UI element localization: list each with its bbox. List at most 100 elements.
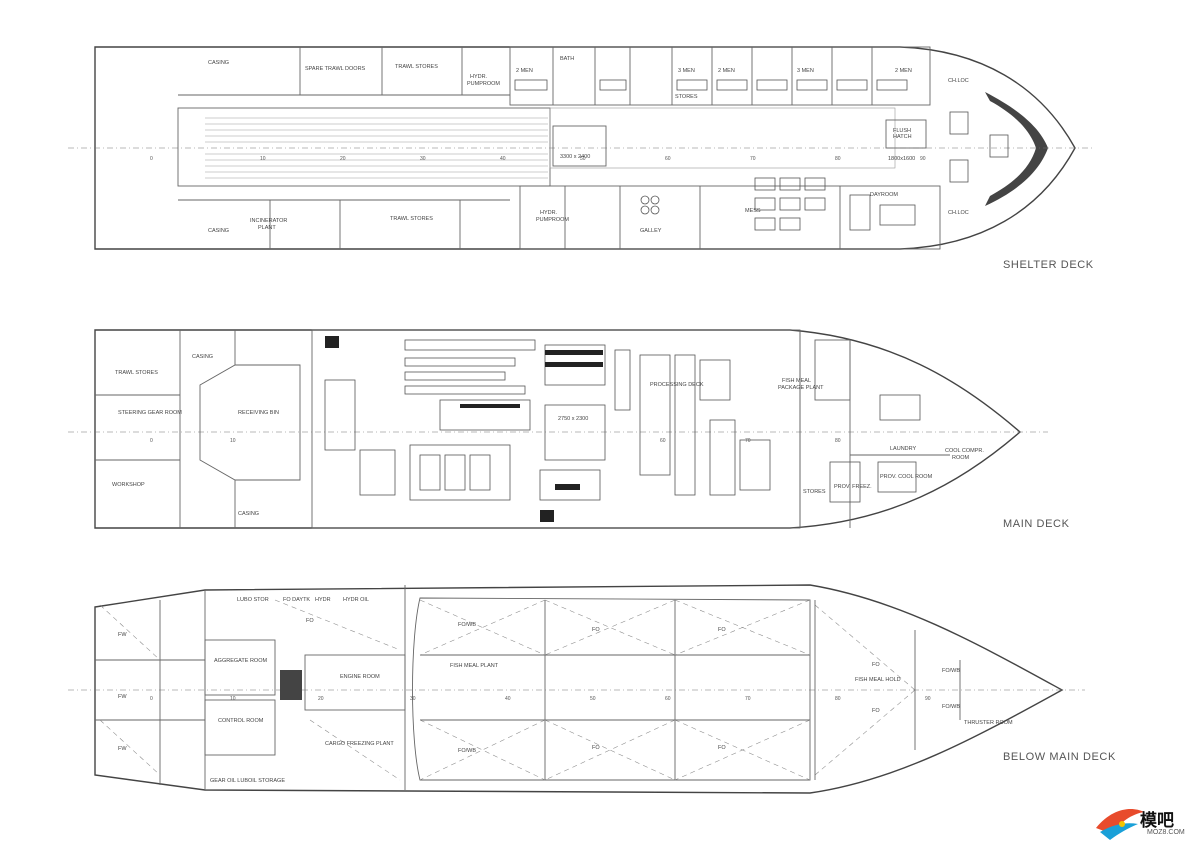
svg-text:CASING: CASING bbox=[192, 354, 213, 360]
svg-text:CH.LOC: CH.LOC bbox=[948, 210, 969, 216]
svg-text:FO: FO bbox=[872, 662, 880, 668]
svg-text:0: 0 bbox=[150, 696, 153, 702]
aggregate-room bbox=[204, 639, 276, 696]
svg-text:60: 60 bbox=[665, 156, 671, 162]
svg-text:HYDR.: HYDR. bbox=[540, 210, 558, 216]
svg-text:FO/WB: FO/WB bbox=[458, 622, 476, 628]
svg-text:PUMPROOM: PUMPROOM bbox=[536, 217, 569, 223]
svg-text:2 MEN: 2 MEN bbox=[516, 68, 533, 74]
svg-text:40: 40 bbox=[500, 156, 506, 162]
svg-text:PLANT: PLANT bbox=[258, 225, 276, 231]
cabin-block-port bbox=[509, 46, 931, 106]
svg-text:FO: FO bbox=[592, 627, 600, 633]
svg-text:AGGREGATE ROOM: AGGREGATE ROOM bbox=[214, 658, 267, 664]
svg-text:FISH MEAL: FISH MEAL bbox=[782, 378, 811, 384]
svg-text:THRUSTER ROOM: THRUSTER ROOM bbox=[964, 720, 1013, 726]
svg-text:FO/WB: FO/WB bbox=[942, 704, 960, 710]
svg-text:0: 0 bbox=[150, 438, 153, 444]
svg-text:FO: FO bbox=[592, 745, 600, 751]
svg-text:DAYROOM: DAYROOM bbox=[870, 192, 898, 198]
svg-text:CASING: CASING bbox=[208, 228, 229, 234]
svg-text:FO/WB: FO/WB bbox=[942, 668, 960, 674]
svg-text:90: 90 bbox=[920, 156, 926, 162]
svg-text:80: 80 bbox=[835, 438, 841, 444]
shelter-bow-shading bbox=[985, 92, 1048, 206]
svg-text:LAUNDRY: LAUNDRY bbox=[890, 446, 917, 452]
svg-text:TRAWL STORES: TRAWL STORES bbox=[390, 216, 433, 222]
svg-text:BATH: BATH bbox=[560, 56, 574, 62]
svg-text:STORES: STORES bbox=[675, 94, 698, 100]
svg-text:CONTROL ROOM: CONTROL ROOM bbox=[218, 718, 264, 724]
svg-text:20: 20 bbox=[318, 696, 324, 702]
svg-text:SPARE TRAWL DOORS: SPARE TRAWL DOORS bbox=[305, 66, 366, 72]
svg-text:70: 70 bbox=[750, 156, 756, 162]
control-room bbox=[204, 699, 276, 756]
svg-text:1800x1600: 1800x1600 bbox=[888, 156, 915, 162]
bunks bbox=[514, 79, 908, 91]
svg-text:10: 10 bbox=[230, 696, 236, 702]
mess-tables bbox=[640, 177, 916, 231]
svg-text:70: 70 bbox=[745, 438, 751, 444]
svg-text:LUBO STOR: LUBO STOR bbox=[237, 597, 269, 603]
svg-text:ROOM: ROOM bbox=[952, 455, 970, 461]
svg-text:PROCESSING DECK: PROCESSING DECK bbox=[650, 382, 704, 388]
svg-text:FW: FW bbox=[118, 694, 127, 700]
cabin-partitions bbox=[552, 47, 873, 105]
svg-text:FO: FO bbox=[872, 708, 880, 714]
fish-meal-package-plant bbox=[814, 339, 851, 401]
svg-text:PACKAGE PLANT: PACKAGE PLANT bbox=[778, 385, 824, 391]
svg-text:80: 80 bbox=[835, 156, 841, 162]
main-deck-hull bbox=[94, 329, 1022, 529]
logo-sub: MOZ8.COM bbox=[1147, 829, 1185, 836]
svg-text:60: 60 bbox=[660, 438, 666, 444]
flush-hatch bbox=[885, 119, 927, 149]
svg-text:FO: FO bbox=[718, 745, 726, 751]
svg-text:10: 10 bbox=[230, 438, 236, 444]
svg-text:HYDR OIL: HYDR OIL bbox=[343, 597, 369, 603]
logo-name: 模吧 bbox=[1140, 811, 1174, 831]
svg-text:STORES: STORES bbox=[803, 489, 826, 495]
processing-machinery bbox=[324, 339, 771, 501]
svg-text:2 MEN: 2 MEN bbox=[895, 68, 912, 74]
svg-text:3 MEN: 3 MEN bbox=[797, 68, 814, 74]
svg-text:FO DAYTK: FO DAYTK bbox=[283, 597, 310, 603]
svg-text:HYDR: HYDR bbox=[315, 597, 331, 603]
svg-text:TRAWL STORES: TRAWL STORES bbox=[115, 370, 158, 376]
svg-text:0: 0 bbox=[150, 156, 153, 162]
svg-text:COOL COMPR.: COOL COMPR. bbox=[945, 448, 984, 454]
svg-text:FISH MEAL PLANT: FISH MEAL PLANT bbox=[450, 663, 499, 669]
trawl-deck-lanes bbox=[205, 117, 548, 179]
svg-text:CASING: CASING bbox=[238, 511, 259, 517]
svg-text:FO: FO bbox=[306, 618, 314, 624]
hatch-3300 bbox=[552, 125, 607, 167]
svg-text:30: 30 bbox=[420, 156, 426, 162]
processing-hatch bbox=[544, 404, 606, 461]
svg-text:60: 60 bbox=[665, 696, 671, 702]
galley-mess-block bbox=[519, 185, 941, 250]
main-deck-plan: TRAWL STORES CASING STEERING GEAR ROOM R… bbox=[68, 329, 1048, 529]
svg-text:50: 50 bbox=[580, 156, 586, 162]
svg-text:STEERING GEAR ROOM: STEERING GEAR ROOM bbox=[118, 410, 182, 416]
svg-text:CASING: CASING bbox=[208, 60, 229, 66]
svg-text:HYDR.: HYDR. bbox=[470, 74, 488, 80]
svg-text:FW: FW bbox=[118, 746, 127, 752]
svg-text:WORKSHOP: WORKSHOP bbox=[112, 482, 145, 488]
svg-text:TRAWL STORES: TRAWL STORES bbox=[395, 64, 438, 70]
svg-text:PROV. COOL ROOM: PROV. COOL ROOM bbox=[880, 474, 933, 480]
svg-text:GALLEY: GALLEY bbox=[640, 228, 662, 234]
receiving-bin bbox=[199, 364, 301, 481]
below-main-deck-title: BELOW MAIN DECK bbox=[1003, 751, 1116, 763]
svg-text:2750 x 2300: 2750 x 2300 bbox=[558, 416, 588, 422]
svg-text:50: 50 bbox=[590, 696, 596, 702]
svg-text:PROV. FREEZ.: PROV. FREEZ. bbox=[834, 484, 872, 490]
windlasses bbox=[949, 111, 1009, 183]
svg-text:3300 x 2400: 3300 x 2400 bbox=[560, 154, 590, 160]
svg-text:10: 10 bbox=[260, 156, 266, 162]
svg-text:CH.LOC: CH.LOC bbox=[948, 78, 969, 84]
svg-text:FO/WB: FO/WB bbox=[458, 748, 476, 754]
svg-text:INCINERATOR: INCINERATOR bbox=[250, 218, 287, 224]
svg-text:FISH MEAL HOLD: FISH MEAL HOLD bbox=[855, 677, 901, 683]
svg-text:FLUSH: FLUSH bbox=[893, 128, 911, 134]
svg-text:ENGINE ROOM: ENGINE ROOM bbox=[340, 674, 380, 680]
svg-text:90: 90 bbox=[925, 696, 931, 702]
